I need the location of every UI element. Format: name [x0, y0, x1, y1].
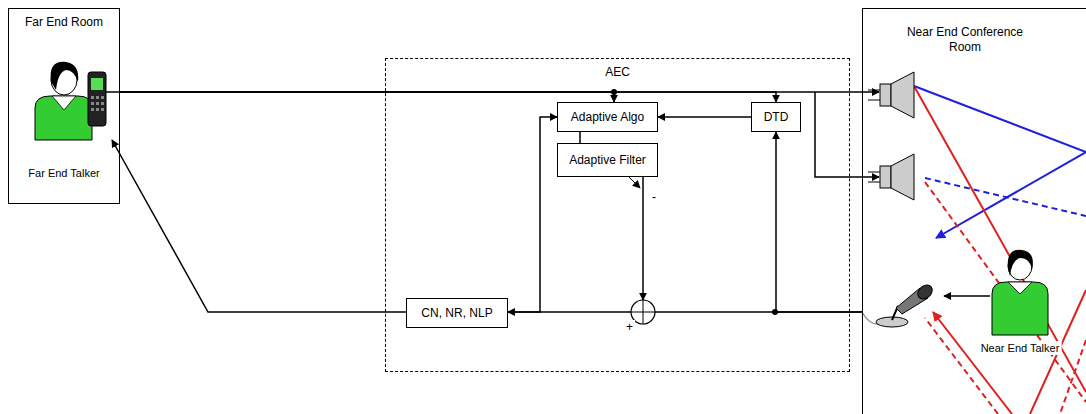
near-end-talker-figure: [944, 250, 1048, 335]
signal-connector: [120, 92, 776, 102]
signal-connector: [508, 117, 557, 312]
box-label: CN, NR, NLP: [421, 306, 492, 320]
signal-connector: [658, 116, 751, 118]
sign-label: +: [624, 320, 635, 334]
process-box: Adaptive Algo: [557, 102, 658, 132]
signal-connector: [508, 311, 862, 313]
junction-dot: [772, 309, 778, 315]
region-title: Far End Room: [9, 9, 119, 29]
loudspeaker: [868, 72, 914, 118]
process-box: DTD: [751, 102, 801, 132]
box-label: DTD: [764, 110, 789, 124]
far-end-talker-figure: [35, 62, 120, 140]
signal-connector: [120, 92, 614, 102]
signal-connector: [112, 140, 406, 312]
signal-connector: [579, 132, 581, 143]
microphone: [862, 282, 935, 327]
loudspeaker: [868, 154, 914, 200]
region-title: AEC: [386, 59, 849, 79]
junction-dot: [611, 89, 617, 95]
talker-label: Near End Talker: [979, 341, 1062, 355]
process-box: CN, NR, NLP: [406, 298, 508, 328]
sign-label: -: [650, 190, 658, 204]
process-box: Adaptive Filter: [557, 143, 658, 177]
speaker-feed-wire: [815, 92, 879, 177]
talker-label: Far End Talker: [26, 166, 101, 180]
box-label: Adaptive Algo: [571, 110, 644, 124]
signal-connector: [642, 177, 644, 300]
aec-block: AEC Adaptive AlgoAdaptive Filter DTD CN, NR…: [385, 58, 850, 372]
box-label: Adaptive Filter: [569, 153, 646, 167]
region-title: Near End Conference Room: [895, 9, 1035, 55]
acoustic-paths: [914, 86, 1086, 414]
